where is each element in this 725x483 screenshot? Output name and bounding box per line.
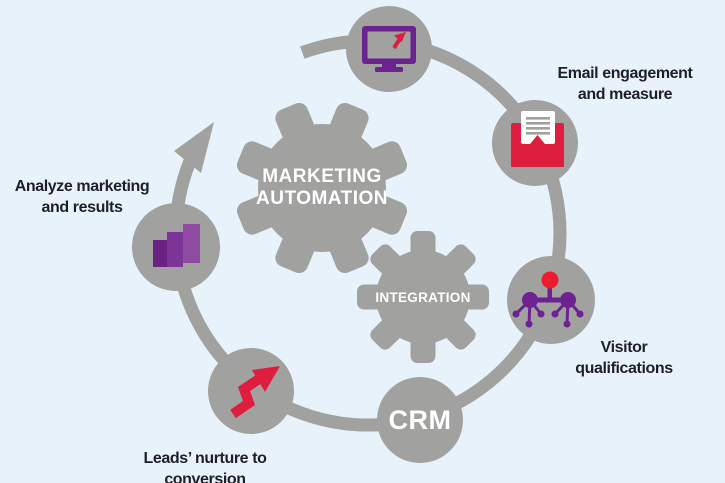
email-engagement-label: Email engagement and measure	[550, 63, 700, 105]
leads-nurture-label-line2: conversion	[164, 471, 246, 483]
analyze-marketing-node	[132, 203, 220, 291]
monitor-with-cursor-icon	[362, 26, 416, 72]
email-engagement-label-line2: and measure	[577, 86, 673, 103]
analyze-marketing-label-line2: and results	[41, 199, 123, 216]
visitor-qualifications-label-line2: qualifications	[575, 360, 673, 377]
integration-gear-label: INTEGRATION	[375, 290, 470, 305]
visitor-qualifications-label: Visitor qualifications	[549, 337, 699, 379]
cycle-arrowhead-icon	[174, 122, 214, 173]
leads-nurture-label: Leads’ nurture to conversion	[130, 448, 280, 483]
integration-gear: INTEGRATION	[357, 231, 489, 363]
crm-node-label: CRM	[389, 405, 452, 435]
email-engagement-label-line1: Email engagement	[557, 65, 693, 82]
email-engagement-node	[492, 100, 578, 186]
leads-nurture-node	[208, 348, 294, 434]
marketing-automation-gear-label-line2: AUTOMATION	[256, 188, 388, 209]
analyze-marketing-label: Analyze marketing and results	[7, 176, 157, 218]
network-nodes-icon	[512, 271, 584, 328]
bar-chart-icon	[153, 224, 200, 267]
web-engagement-node	[346, 6, 432, 92]
marketing-automation-gear: MARKETING AUTOMATION	[236, 102, 408, 274]
zigzag-arrow-icon	[230, 366, 280, 419]
leads-nurture-label-line1: Leads’ nurture to	[143, 450, 267, 467]
cycle-ring	[169, 34, 567, 432]
visitor-qualifications-label-line1: Visitor	[600, 339, 648, 356]
open-envelope-letter-icon	[511, 111, 564, 167]
analyze-marketing-label-line1: Analyze marketing	[14, 178, 150, 195]
marketing-automation-gear-label-line1: MARKETING	[262, 166, 382, 187]
crm-node: CRM	[377, 377, 463, 463]
visitor-qualifications-node	[507, 256, 595, 344]
